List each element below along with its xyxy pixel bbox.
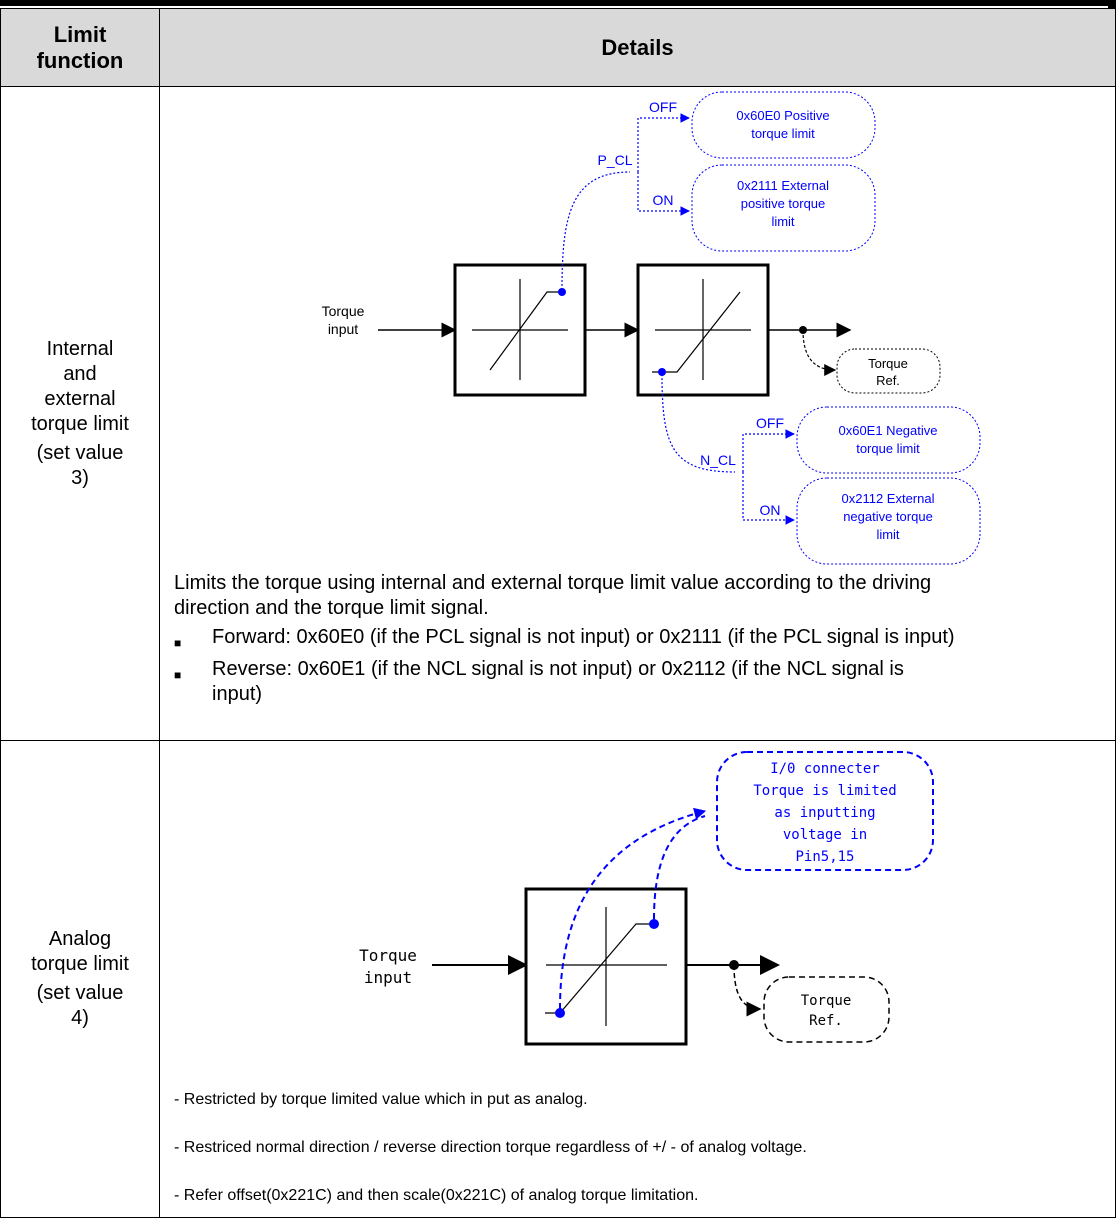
internal-external-description: Limits the torque using internal and ext… — [174, 571, 1114, 621]
svg-text:limit: limit — [876, 527, 899, 542]
p-on-label: ON — [653, 192, 674, 208]
io-connector-box — [716, 751, 934, 871]
bullet-mark: ■ — [174, 636, 182, 650]
row2-name-line: Analog — [48, 928, 112, 950]
n-cl-label: N_CL — [700, 452, 736, 468]
svg-text:Ref.: Ref. — [809, 1013, 843, 1029]
positive-torque-limit-box — [691, 91, 876, 159]
svg-text:Pin5,15: Pin5,15 — [795, 849, 854, 865]
header-details: Details — [159, 8, 1116, 87]
svg-text:0x60E1 Negative: 0x60E1 Negative — [838, 423, 937, 438]
n-on-label: ON — [760, 502, 781, 518]
top-rule-end — [1108, 0, 1116, 14]
analog-torque-input-label: Torque — [359, 946, 417, 965]
svg-text:0x2111 External: 0x2111 External — [737, 178, 829, 193]
bullet-text: Reverse: 0x60E1 (if the NCL signal is no… — [212, 658, 904, 680]
torque-input-label: Torque — [322, 303, 365, 319]
svg-text:Torque: Torque — [868, 356, 908, 371]
svg-text:positive torque: positive torque — [741, 196, 826, 211]
negative-torque-limit-box — [796, 406, 981, 474]
svg-text:torque limit: torque limit — [856, 441, 920, 456]
row-internal-external-name: Internal and external torque limit (set … — [0, 86, 160, 741]
analog-low-line — [559, 807, 707, 1010]
svg-text:negative torque: negative torque — [843, 509, 933, 524]
analog-note: - Restricted by torque limited value whi… — [174, 1091, 588, 1108]
analog-high-dot — [649, 919, 659, 929]
analog-low-dot — [555, 1008, 565, 1018]
row1-name-line: torque limit — [31, 412, 129, 435]
svg-text:0x60E0 Positive: 0x60E0 Positive — [736, 108, 829, 123]
row1-name-line: and — [63, 362, 97, 385]
n-off-label: OFF — [756, 415, 784, 431]
svg-text:I/0 connecter: I/0 connecter — [770, 761, 880, 777]
external-negative-torque-limit-box — [796, 477, 981, 565]
svg-text:0x2112 External: 0x2112 External — [842, 491, 935, 506]
row1-name-line: Internal — [46, 337, 114, 360]
svg-text:Torque is limited: Torque is limited — [753, 783, 896, 799]
bullet-mark: ■ — [174, 668, 182, 682]
header-col1-line2: function — [36, 47, 124, 73]
analog-diagram: Torque input Torque Ref. I/0 connecter — [359, 751, 934, 1046]
row1-name-line: external — [44, 387, 116, 410]
description-line: Limits the torque using internal and ext… — [174, 572, 932, 594]
torque-ref-box — [836, 348, 941, 394]
n-cl-line — [661, 373, 736, 473]
svg-text:as inputting: as inputting — [774, 805, 875, 821]
row-analog-name: Analog torque limit (set value 4) — [0, 740, 160, 1218]
bullet-text: Forward: 0x60E0 (if the PCL signal is no… — [212, 626, 955, 648]
row1-setvalue-line: 3) — [71, 466, 89, 489]
svg-text:limit: limit — [771, 214, 794, 229]
row2-name-line: torque limit — [31, 953, 129, 975]
row-analog-details: Torque input Torque Ref. I/0 connecter — [159, 740, 1116, 1218]
row1-setvalue-line: (set value — [36, 441, 124, 464]
top-rule — [0, 0, 1116, 6]
torque-input-label: input — [328, 321, 358, 337]
p-off-label: OFF — [649, 99, 677, 115]
header-col1-line1: Limit — [53, 21, 107, 47]
external-positive-torque-limit-box — [691, 164, 876, 252]
svg-text:torque limit: torque limit — [751, 126, 815, 141]
internal-external-diagram: Torque input — [322, 91, 981, 565]
analog-high-line — [653, 815, 706, 920]
row-internal-external-details: Torque input — [159, 86, 1116, 741]
analog-note: - Restriced normal direction / reverse d… — [174, 1139, 807, 1156]
analog-torque-ref-box — [763, 976, 890, 1043]
svg-text:Torque: Torque — [801, 993, 852, 1009]
analog-torque-input-label: input — [364, 968, 412, 987]
description-line: direction and the torque limit signal. — [174, 597, 489, 619]
p-cl-label: P_CL — [597, 152, 632, 168]
row2-setvalue-line: 4) — [71, 1007, 89, 1029]
analog-note: - Refer offset(0x221C) and then scale(0x… — [174, 1187, 699, 1204]
p-cl-dot — [558, 288, 566, 296]
svg-text:voltage in: voltage in — [783, 827, 867, 843]
header-limit-function: Limit function — [0, 8, 160, 87]
svg-text:Ref.: Ref. — [876, 373, 900, 388]
p-cl-line — [561, 171, 631, 291]
limit-function-table: Limit function Details Internal and exte… — [0, 8, 1116, 1218]
n-cl-dot — [658, 368, 666, 376]
row2-setvalue-line: (set value — [36, 982, 124, 1004]
bullet-text: input) — [212, 683, 263, 705]
